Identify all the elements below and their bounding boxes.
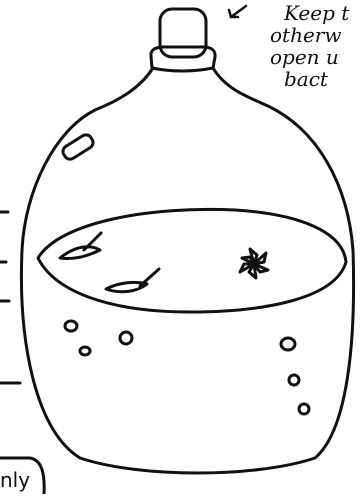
bubble xyxy=(299,404,309,414)
star-anise-icon xyxy=(240,249,268,278)
cork xyxy=(160,9,206,57)
bubble xyxy=(289,375,299,385)
bubble xyxy=(80,347,90,355)
bubble xyxy=(65,321,77,331)
bottom-label: nly xyxy=(0,470,30,490)
bubble xyxy=(281,338,295,350)
liquid-surface xyxy=(38,209,346,312)
bubbles xyxy=(65,321,309,414)
floating-leaf-1 xyxy=(60,233,101,259)
jug-body xyxy=(21,68,353,473)
arrow-down-left-icon xyxy=(229,6,246,17)
annotation-line: Keep t xyxy=(284,2,360,24)
annotation-text: Keep t otherw open u bact xyxy=(284,2,360,90)
annotation-line: open u xyxy=(270,46,360,68)
annotation-line: otherw xyxy=(270,24,360,46)
handle-loop xyxy=(61,133,96,162)
bubble xyxy=(120,332,132,344)
annotation-line: bact xyxy=(284,68,360,90)
floating-leaf-2 xyxy=(106,269,159,292)
